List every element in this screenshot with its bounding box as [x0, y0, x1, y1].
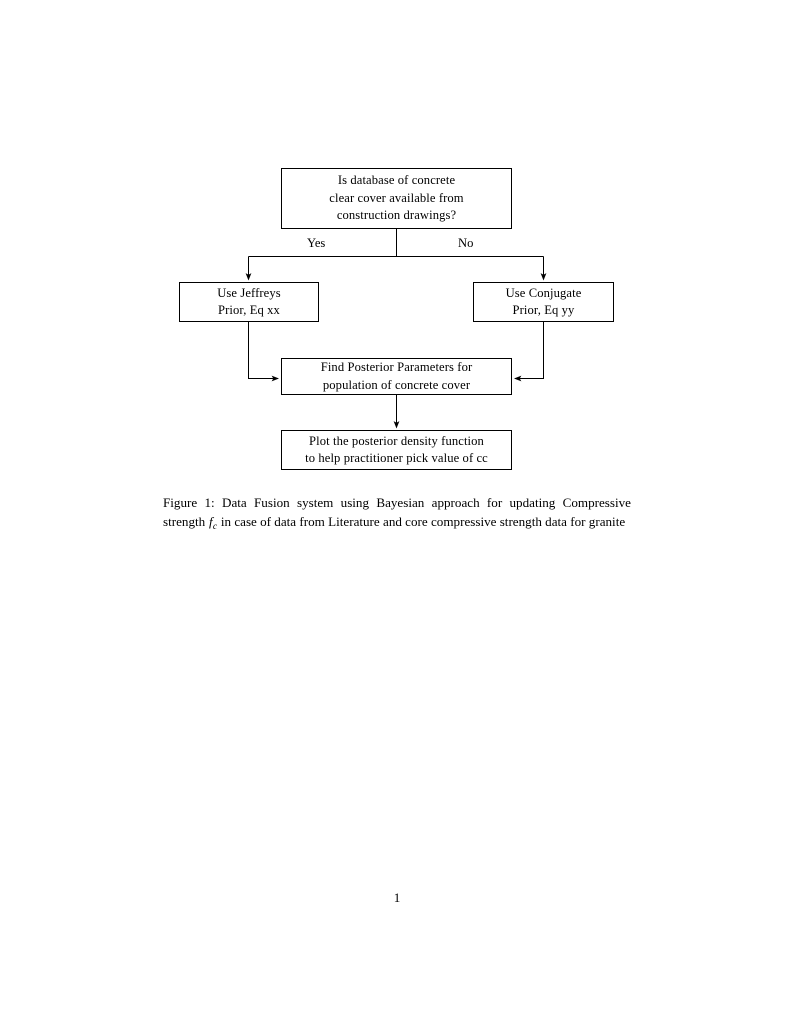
caption-text-before: Data Fusion system using Bayesian approa… [163, 495, 631, 530]
caption-label: Figure 1: [163, 495, 215, 510]
node-line: Is database of concrete [337, 173, 456, 188]
edge-jeffreys-to-posterior [247, 322, 280, 382]
math-subscript: c [212, 521, 218, 532]
flowchart-node-conjugate-prior: Use Conjugate Prior, Eq yy [473, 282, 614, 322]
node-line: Plot the posterior density function [309, 433, 484, 448]
node-line: Prior, Eq xx [218, 303, 280, 317]
node-line: population of concrete cover [322, 377, 471, 392]
flowchart-node-decision: Is database of concrete clear cover avai… [281, 168, 512, 229]
flowchart-node-find-posterior: Find Posterior Parameters for population… [281, 358, 512, 395]
node-line: Use Jeffreys [217, 285, 281, 300]
node-line: construction drawings? [336, 208, 457, 223]
node-line: to help practitioner pick value of cc [305, 451, 488, 465]
caption-text-after: in case of data from Literature and core… [217, 514, 626, 530]
node-line: Use Conjugate [505, 285, 582, 300]
edge-conjugate-to-posterior [514, 322, 545, 382]
node-line: clear cover available from [329, 190, 464, 205]
node-line: Prior, Eq yy [512, 303, 575, 317]
node-line: Find Posterior Parameters for [320, 360, 473, 374]
caption-math-fc: fc [208, 514, 218, 532]
figure-flowchart: Is database of concrete clear cover avai… [0, 0, 794, 490]
page-number: 1 [393, 890, 401, 905]
flowchart-connectors [245, 229, 547, 429]
figure-caption: Figure 1: Data Fusion system using Bayes… [163, 493, 631, 537]
flowchart-node-jeffreys-prior: Use Jeffreys Prior, Eq xx [179, 282, 319, 322]
math-base: f [208, 514, 213, 530]
flowchart-node-plot-density: Plot the posterior density function to h… [281, 430, 512, 470]
branch-label-no: No [458, 236, 474, 250]
branch-label-yes: Yes [307, 236, 326, 250]
